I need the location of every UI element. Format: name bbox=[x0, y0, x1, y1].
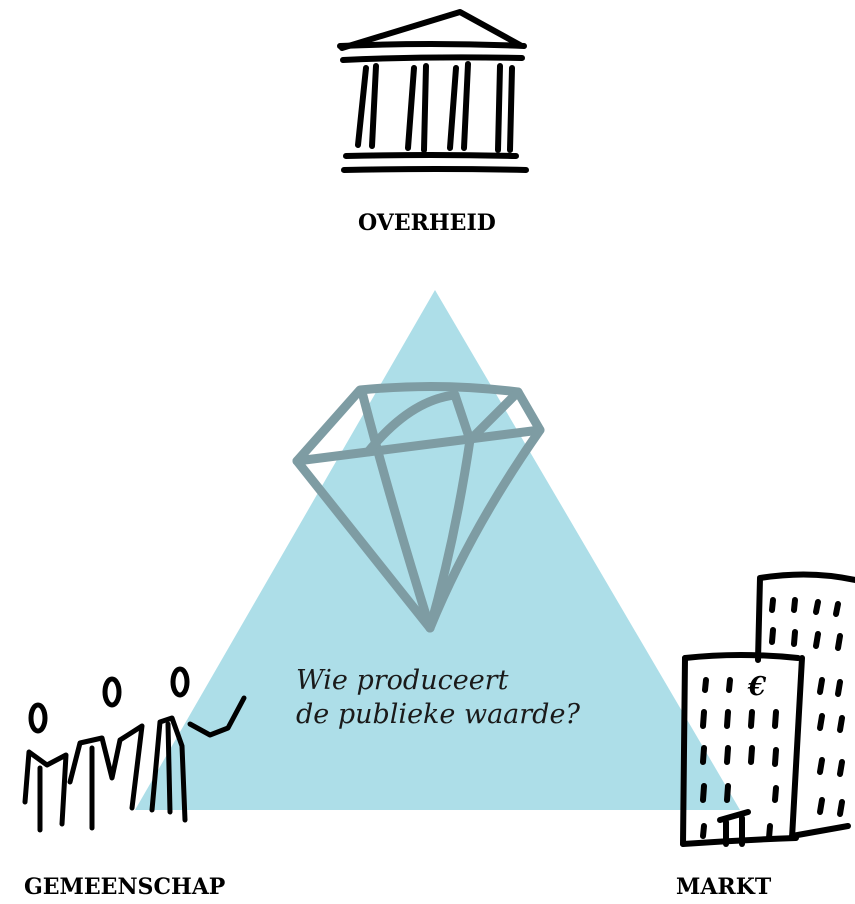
office-buildings-icon bbox=[680, 571, 855, 847]
euro-sign: € bbox=[747, 672, 767, 702]
label-markt: MARKT bbox=[676, 874, 772, 900]
central-question: Wie produceert de publieke waarde? bbox=[296, 664, 580, 732]
label-overheid: OVERHEID bbox=[358, 210, 496, 236]
people-icon bbox=[22, 666, 247, 833]
government-building-icon bbox=[337, 9, 529, 173]
triangle-shape bbox=[135, 290, 740, 810]
label-gemeenschap: GEMEENSCHAP bbox=[24, 874, 226, 900]
question-line-2: de publieke waarde? bbox=[296, 699, 580, 730]
diamond-icon bbox=[292, 381, 545, 633]
question-line-1: Wie produceert bbox=[296, 665, 509, 696]
